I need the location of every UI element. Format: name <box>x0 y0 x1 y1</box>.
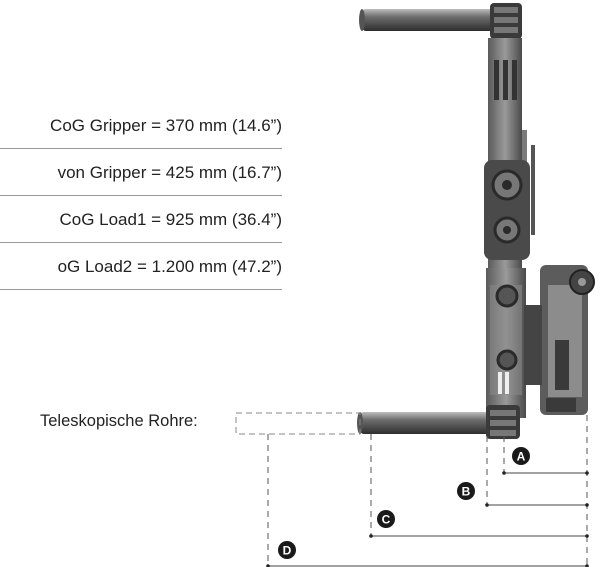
gear-box <box>524 265 595 415</box>
marker-d: D <box>278 541 296 559</box>
marker-c: C <box>377 510 395 528</box>
marker-b: B <box>457 482 475 500</box>
lower-arm <box>486 268 526 418</box>
svg-text:D: D <box>283 544 292 558</box>
cog-spec-list: CoG Gripper = 370 mm (14.6”) von Gripper… <box>0 102 282 290</box>
telescopic-tubes-label: Teleskopische Rohre: <box>40 412 198 430</box>
dimension-endpoints <box>266 471 589 567</box>
top-joint <box>490 3 522 39</box>
middle-joint <box>484 160 530 260</box>
spec-from-gripper: von Gripper = 425 mm (16.7”) <box>0 149 282 196</box>
top-tube <box>359 9 498 31</box>
marker-a: A <box>512 447 530 465</box>
dimension-guides <box>267 415 588 566</box>
spec-cog-load1: CoG Load1 = 925 mm (36.4”) <box>0 196 282 243</box>
dimension-lines <box>268 472 587 567</box>
svg-text:C: C <box>382 513 391 527</box>
svg-text:B: B <box>462 485 471 499</box>
bottom-tube <box>357 405 520 439</box>
spec-cog-gripper: CoG Gripper = 370 mm (14.6”) <box>0 102 282 149</box>
spec-cog-load2: oG Load2 = 1.200 mm (47.2”) <box>0 243 282 290</box>
telescopic-extension-outline <box>235 412 361 435</box>
svg-text:A: A <box>517 450 526 464</box>
